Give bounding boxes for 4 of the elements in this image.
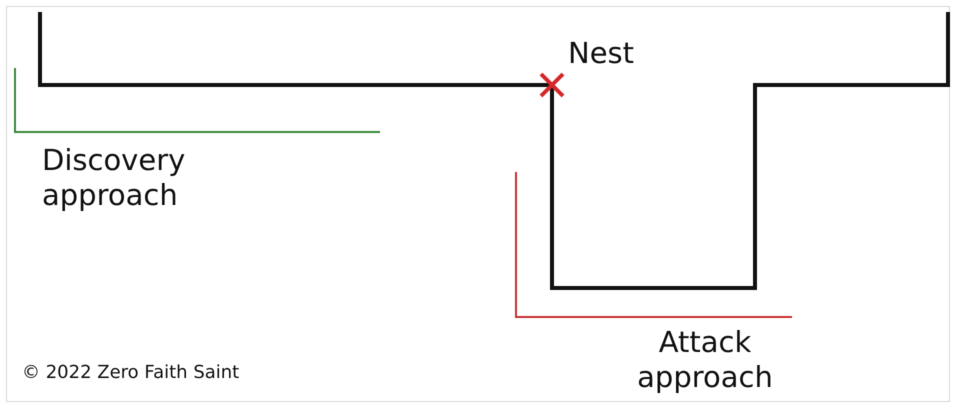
approach-label: Discovery approach — [42, 143, 186, 213]
copyright-note: © 2022 Zero Faith Saint — [22, 362, 240, 384]
nest-label: Nest — [568, 36, 636, 71]
approach-label: Attack approach — [636, 325, 774, 395]
